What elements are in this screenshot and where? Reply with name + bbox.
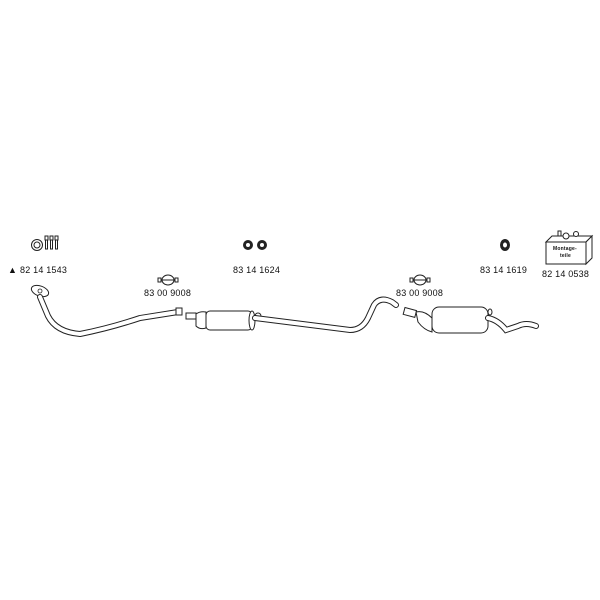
- gasket-kit-marker: ▲: [8, 265, 18, 275]
- mounting-kit-box-line2: teile: [560, 253, 572, 259]
- gasket-ring-icon: [31, 239, 43, 251]
- hanger-single-icon: [500, 239, 510, 251]
- hanger-pair-icon: [243, 240, 267, 250]
- hanger-pair-code: 83 14 1624: [233, 265, 281, 275]
- middle-silencer-drawing: [185, 296, 399, 334]
- clamp-front-code: 83 00 9008: [144, 288, 192, 298]
- mounting-kit-code: 82 14 0538: [542, 269, 590, 279]
- clamp-rear-code: 83 00 9008: [396, 288, 444, 298]
- gasket-kit-code: 82 14 1543: [20, 265, 68, 275]
- hanger-single-code: 83 14 1619: [480, 265, 528, 275]
- mounting-kit-box-line1: Montage-: [553, 246, 577, 252]
- rear-silencer-drawing: [402, 306, 539, 334]
- mounting-kit-box-icon: [544, 230, 594, 266]
- clamp-front-icon: [157, 274, 179, 286]
- clamp-rear-icon: [409, 274, 431, 286]
- front-pipe-drawing: [30, 284, 183, 338]
- bolt-set-icon: [44, 235, 59, 250]
